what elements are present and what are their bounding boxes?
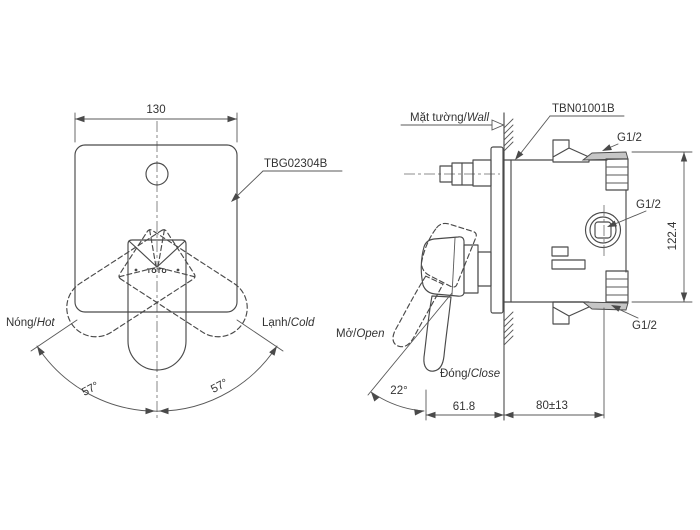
diverter-button	[145, 162, 169, 186]
side-view: Mặt tường/Wall TBN01001B	[336, 103, 693, 421]
valve-part-callout: TBN01001B	[512, 103, 625, 162]
handle-dot	[176, 268, 180, 272]
dim-depth-label: 80±13	[536, 400, 568, 412]
g12-top-label: G1/2	[617, 132, 642, 144]
angle-open-label: 22°	[390, 385, 407, 397]
g12-bottom-callout: G1/2	[609, 302, 657, 332]
handle-rotated-right	[118, 229, 248, 338]
toto-logo: TOTO	[147, 268, 167, 275]
dim-arrow	[594, 411, 604, 419]
lever-arm	[423, 295, 452, 372]
mid-bracket	[551, 246, 586, 270]
dim-arrow	[494, 411, 504, 419]
front-view: 130 TOTO	[6, 104, 343, 421]
mounting-tab-bottom	[552, 301, 590, 325]
g12-top-callout: G1/2	[600, 132, 642, 154]
handle-front: TOTO	[127, 239, 187, 371]
outlet-connector	[404, 159, 500, 187]
trim-part-callout: TBG02304B	[228, 158, 343, 205]
angle-left-label: 57°	[80, 380, 101, 399]
dim-width-label: 130	[146, 104, 165, 116]
dim-arrow	[426, 411, 436, 419]
dim-arrow	[680, 152, 688, 162]
outlet-port	[584, 205, 622, 258]
supply-port-top	[581, 151, 629, 191]
lever-closed	[420, 236, 492, 372]
depth-dimensions: 61.8 80±13	[425, 307, 605, 421]
dim-arrow	[34, 344, 45, 356]
dim-height-label: 122.4	[667, 221, 679, 250]
g12-outlet-callout: G1/2	[605, 199, 661, 230]
escutcheon-plate	[74, 144, 238, 313]
dim-arrow	[504, 411, 514, 419]
wall-callout: Mặt tường/Wall	[400, 112, 505, 131]
g12-bottom-label: G1/2	[632, 320, 657, 332]
front-width-dimension: 130	[74, 104, 238, 143]
handle-dot	[134, 268, 138, 272]
dim-arrow	[227, 115, 237, 123]
port-span-dimension: 122.4	[631, 151, 693, 303]
hot-label: Nóng/Hot	[6, 317, 55, 329]
cold-label: Lạnh/Cold	[262, 317, 315, 329]
open-angle-dimension: 22°	[367, 292, 453, 416]
wall-arrow	[491, 119, 505, 131]
part-label-trim: TBG02304B	[264, 158, 328, 170]
open-label: Mở/Open	[336, 328, 384, 340]
dim-arrow	[414, 407, 425, 416]
dim-arrow	[269, 344, 280, 356]
dim-arrow	[75, 115, 85, 123]
wall-label: Mặt tường/Wall	[410, 112, 489, 124]
handle-rotated-left	[66, 229, 196, 338]
escutcheon-side	[490, 146, 504, 314]
dim-arrow	[680, 292, 688, 302]
wall	[503, 112, 514, 421]
valve-body	[503, 139, 629, 325]
dim-arrow	[145, 407, 155, 415]
g12-outlet-label: G1/2	[636, 199, 661, 211]
part-label-valve: TBN01001B	[552, 103, 615, 115]
close-label: Đóng/Close	[440, 368, 500, 380]
dim-front-label: 61.8	[453, 401, 475, 413]
mounting-tab-top	[552, 139, 590, 163]
dim-arrow	[159, 407, 169, 415]
supply-port-bottom	[581, 270, 629, 311]
lever-grip	[420, 236, 465, 297]
